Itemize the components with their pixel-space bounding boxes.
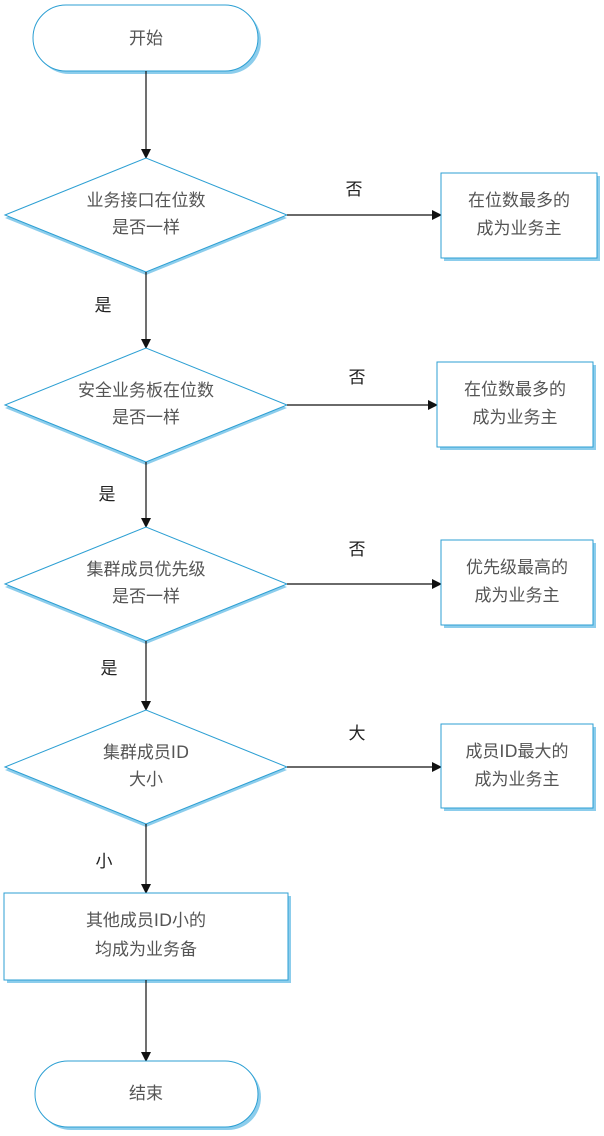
decision-diamond-4: [3, 709, 289, 827]
start-label: 开始: [129, 29, 163, 49]
no-branch-label: 否: [349, 540, 366, 560]
result-text: 成员ID最大的: [465, 742, 568, 762]
decision-diamond-2: [3, 347, 289, 465]
final-process-box: [3, 892, 291, 983]
yes-branch-label: 小: [96, 852, 113, 872]
decision-text: 集群成员ID: [103, 743, 189, 763]
shape-outline: [440, 539, 594, 626]
decision-text: 大小: [129, 770, 163, 790]
yes-branch-label: 是: [95, 296, 112, 316]
process-text: 均成为业务备: [95, 940, 197, 960]
shape-outline: [3, 157, 289, 273]
result-text: 成为业务主: [475, 770, 560, 790]
no-branch-label: 否: [349, 368, 366, 388]
start-terminal: [32, 4, 261, 74]
process-text: 其他成员ID小的: [86, 911, 206, 931]
shape-outline: [440, 172, 598, 259]
shape-outline: [3, 347, 289, 463]
result-box-2: [436, 361, 596, 450]
decision-diamond-1: [3, 157, 289, 275]
decision-diamond-3: [3, 526, 289, 644]
end-label: 结束: [129, 1084, 163, 1104]
result-text: 在位数最多的: [468, 191, 570, 211]
result-box-1: [440, 172, 600, 261]
decision-text: 是否一样: [112, 408, 180, 428]
no-branch-label: 否: [346, 180, 363, 200]
result-box-4: [440, 723, 596, 811]
decision-text: 业务接口在位数: [87, 191, 206, 211]
decision-text: 是否一样: [112, 218, 180, 238]
yes-branch-label: 是: [99, 485, 116, 505]
no-branch-label: 大: [349, 724, 366, 744]
result-text: 成为业务主: [473, 408, 558, 428]
decision-text: 集群成员优先级: [87, 560, 206, 580]
shape-outline: [3, 709, 289, 825]
shape-outline: [3, 526, 289, 642]
result-text: 成为业务主: [477, 219, 562, 239]
decision-text: 是否一样: [112, 587, 180, 607]
yes-branch-label: 是: [101, 659, 118, 679]
end-terminal: [34, 1060, 261, 1130]
shape-outline: [436, 361, 594, 448]
result-text: 优先级最高的: [466, 558, 568, 578]
result-text: 成为业务主: [475, 586, 560, 606]
shape-outline: [34, 1060, 259, 1128]
shape-outline: [3, 892, 289, 981]
result-text: 在位数最多的: [464, 380, 566, 400]
decision-text: 安全业务板在位数: [78, 381, 214, 401]
result-box-3: [440, 539, 596, 628]
shape-outline: [440, 723, 594, 809]
